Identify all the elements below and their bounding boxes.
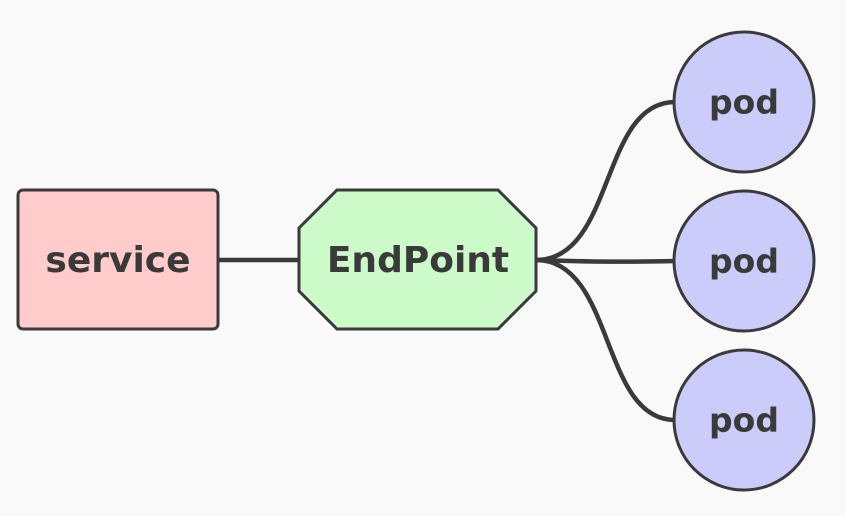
endpoint-node: EndPoint [297, 188, 538, 331]
endpoint-label: EndPoint [327, 240, 509, 281]
pod-label-3: pod [709, 401, 779, 440]
edge-endpoint-pod-3 [533, 257, 678, 423]
service-box [16, 188, 220, 331]
endpoint-octagon [297, 188, 538, 331]
pod-node-2: pod [672, 189, 816, 333]
connectors [215, 99, 678, 423]
pod-node-1: pod [672, 30, 816, 174]
pod-circle-2 [672, 189, 816, 333]
pod-circle-1 [672, 30, 816, 174]
service-node: service [16, 188, 220, 331]
pod-label-2: pod [709, 242, 779, 281]
service-label: service [45, 240, 190, 281]
pod-label-1: pod [709, 83, 779, 122]
pod-circle-3 [672, 348, 816, 492]
pod-node-3: pod [672, 348, 816, 492]
edge-endpoint-pod-1 [533, 99, 678, 263]
edge-endpoint-pod-2 [533, 257, 678, 264]
